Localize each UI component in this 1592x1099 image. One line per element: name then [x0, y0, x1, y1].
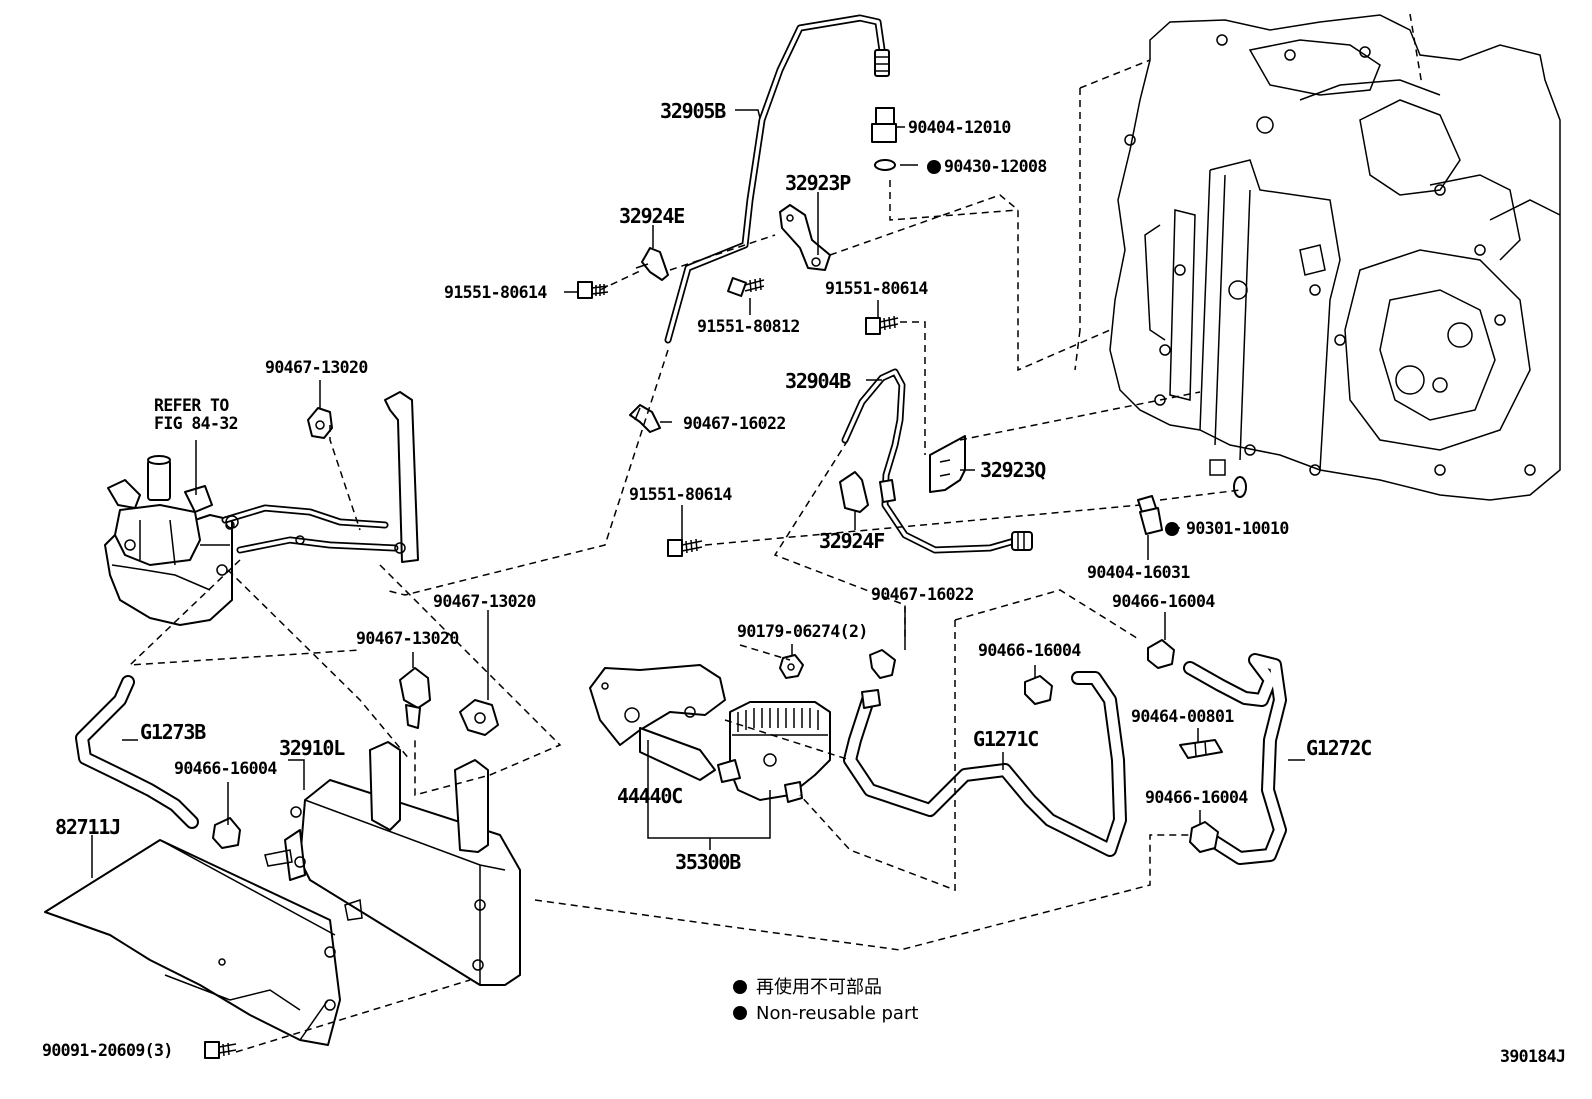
- refer-to-line1: REFER TO: [154, 396, 229, 415]
- non-reusable-dot-icon: [927, 160, 941, 174]
- leader-lines: [91, 109, 1305, 878]
- clamp-32924E: [635, 247, 669, 281]
- transaxle-assembly: [1074, 13, 1561, 501]
- bolt-90091-20609: [204, 1041, 237, 1059]
- cooler-32910L: [264, 741, 521, 986]
- bracket-44440C: [589, 664, 726, 781]
- clamp-90466-16004-a: [212, 817, 241, 849]
- refer-to-line2: FIG 84-32: [154, 414, 238, 433]
- bracket-32923P: [779, 204, 831, 271]
- label-32923Q: 32923Q: [980, 458, 1046, 482]
- label-32904B: 32904B: [785, 369, 851, 393]
- clamp-90466-16004-d: [1189, 821, 1219, 853]
- label-44440C: 44440C: [617, 784, 682, 808]
- clip-90467-13020-a: [307, 407, 333, 439]
- label-32923P: 32923P: [785, 171, 851, 195]
- union-90404-12010: [871, 107, 897, 143]
- water-pump-assembly: [104, 455, 235, 626]
- clip-90467-16022-a: [629, 404, 661, 433]
- label-90467-13020-a: 90467-13020: [265, 358, 368, 377]
- label-G1271C: G1271C: [973, 727, 1038, 751]
- label-32905B: 32905B: [660, 99, 726, 123]
- hose-G1273B: [75, 675, 199, 829]
- diagram-id: 390184J: [1500, 1047, 1565, 1066]
- legend-dot-icon: [733, 980, 747, 994]
- legend-english: Non-reusable part: [756, 1003, 918, 1024]
- hose-G1272C: [1183, 653, 1287, 865]
- label-90404-16031: 90404-16031: [1087, 563, 1190, 582]
- label-90091-20609: 90091-20609(3): [42, 1041, 173, 1060]
- label-91551-80812: 91551-80812: [697, 317, 800, 336]
- label-90430-12008: 90430-12008: [944, 157, 1047, 176]
- hose-G1271C: [843, 671, 1127, 857]
- non-reusable-dot-icon: [1165, 522, 1179, 536]
- label-32924E: 32924E: [619, 204, 684, 228]
- label-90466-16004-d: 90466-16004: [1145, 788, 1248, 807]
- clip-90467-13020-c: [459, 699, 499, 736]
- label-90467-13020-b: 90467-13020: [433, 592, 536, 611]
- label-32910L: 32910L: [279, 736, 345, 760]
- legend-japanese: 再使用不可部品: [756, 977, 882, 998]
- label-32924F: 32924F: [819, 529, 884, 553]
- label-G1273B: G1273B: [140, 720, 206, 744]
- label-90467-16022-b: 90467-16022: [871, 585, 974, 604]
- dashed-leaders: [127, 180, 1241, 1053]
- label-82711J: 82711J: [55, 815, 120, 839]
- label-G1272C: G1272C: [1306, 736, 1371, 760]
- pipe-32905B: [664, 14, 890, 344]
- pipe-32904B: [841, 368, 1033, 554]
- label-90404-12010: 90404-12010: [908, 118, 1011, 137]
- bracket-32923Q: [929, 435, 966, 493]
- nut-90179-06274: [779, 654, 804, 679]
- label-91551-80614-a: 91551-80614: [444, 283, 547, 302]
- gasket-90301-10010: [1233, 476, 1247, 498]
- part-labels: 32905B 90404-12010 90430-12008 32923P 32…: [42, 99, 1372, 1060]
- label-90464-00801: 90464-00801: [1131, 707, 1234, 726]
- clip-90467-16022-b: [869, 649, 896, 679]
- cover-82711J: [44, 839, 341, 1046]
- label-90466-16004-b: 90466-16004: [978, 641, 1081, 660]
- label-90179-06274: 90179-06274(2): [737, 622, 868, 641]
- gasket-90430-12008: [874, 159, 896, 171]
- legend: 再使用不可部品 Non-reusable part: [756, 977, 918, 1024]
- electric-pump-35300B: [717, 701, 831, 803]
- label-90301-10010: 90301-10010: [1186, 519, 1289, 538]
- label-91551-80614-b: 91551-80614: [825, 279, 928, 298]
- pump-hose-bracket: [221, 391, 419, 563]
- label-90467-13020-c: 90467-13020: [356, 629, 459, 648]
- label-90466-16004-a: 90466-16004: [174, 759, 277, 778]
- bolt-91551-80614-c: [667, 538, 703, 557]
- clamp-90466-16004-b: [1024, 675, 1053, 705]
- bolt-91551-80614-b: [865, 315, 899, 335]
- label-91551-80614-c: 91551-80614: [629, 485, 732, 504]
- clip-90464-00801: [1179, 739, 1223, 759]
- legend-dot-icon: [733, 1006, 747, 1020]
- union-90404-16031: [1137, 495, 1163, 535]
- clamp-32924F: [839, 471, 896, 513]
- label-90467-16022-a: 90467-16022: [683, 414, 786, 433]
- label-35300B: 35300B: [675, 850, 741, 874]
- clamp-90466-16004-c: [1147, 639, 1175, 669]
- clip-90467-13020-b: [399, 667, 431, 729]
- bolt-91551-80614-a: [577, 281, 609, 299]
- label-90466-16004-c: 90466-16004: [1112, 592, 1215, 611]
- bolt-91551-80812: [727, 277, 765, 297]
